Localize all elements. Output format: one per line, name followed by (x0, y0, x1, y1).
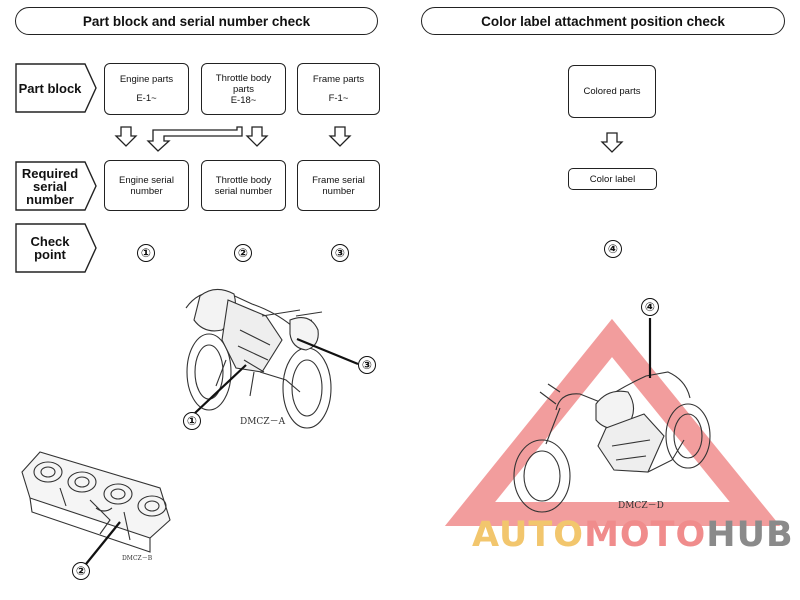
throttle-body-illustration (21, 451, 171, 553)
right-panel-title: Color label attachment position check (421, 7, 785, 35)
check-point-3: ③ (331, 244, 349, 262)
motorcycle-d-illustration (513, 371, 711, 513)
serial-box-frame: Frame serial number (297, 160, 380, 211)
serial-box-throttle: Throttle body serial number (201, 160, 286, 211)
arrow-frame-down (329, 126, 351, 147)
serial-box-engine: Engine serial number (104, 160, 189, 211)
watermark-triangle (444, 318, 781, 526)
callout-d-4: ④ (641, 298, 659, 316)
part-box-frame: Frame parts F-1~ (297, 63, 380, 115)
color-label-box: Color label (568, 168, 657, 190)
callout-a-3: ③ (358, 356, 376, 374)
callout-line-a3 (296, 337, 359, 366)
caption-figure-a: DMCZ－A (240, 417, 286, 427)
watermark-part-moto: MOTO (584, 515, 707, 555)
part-box-engine: Engine parts E-1~ (104, 63, 189, 115)
row-label-part-block: Part block (15, 63, 97, 113)
part-box-throttle: Throttle body parts E-18~ (201, 63, 286, 115)
row-label-check-point: Check point (15, 223, 97, 273)
row-label-required-serial: Required serial number (15, 161, 97, 211)
colored-parts-box: Colored parts (568, 65, 656, 118)
check-point-4: ④ (604, 240, 622, 258)
check-point-2: ② (234, 244, 252, 262)
caption-figure-d: DMCZ－D (618, 501, 664, 511)
callout-b-2: ② (72, 562, 90, 580)
arrow-throttle-to-engine (146, 126, 243, 152)
check-point-1: ① (137, 244, 155, 262)
arrow-color-down (601, 132, 623, 153)
watermark-logo: AUTOMOTOHUB (472, 515, 794, 555)
left-panel-title: Part block and serial number check (15, 7, 378, 35)
arrow-engine-down (115, 126, 137, 147)
callout-line-b2 (85, 521, 121, 565)
watermark-part-hub: HUB (706, 515, 794, 555)
arrow-throttle-down (246, 126, 268, 147)
motorcycle-a-illustration (185, 288, 332, 429)
callout-line-a1 (194, 364, 247, 414)
watermark-part-auto: AUTO (472, 515, 585, 555)
caption-figure-b: DMCZ－B (122, 555, 153, 562)
callout-a-1: ① (183, 412, 201, 430)
